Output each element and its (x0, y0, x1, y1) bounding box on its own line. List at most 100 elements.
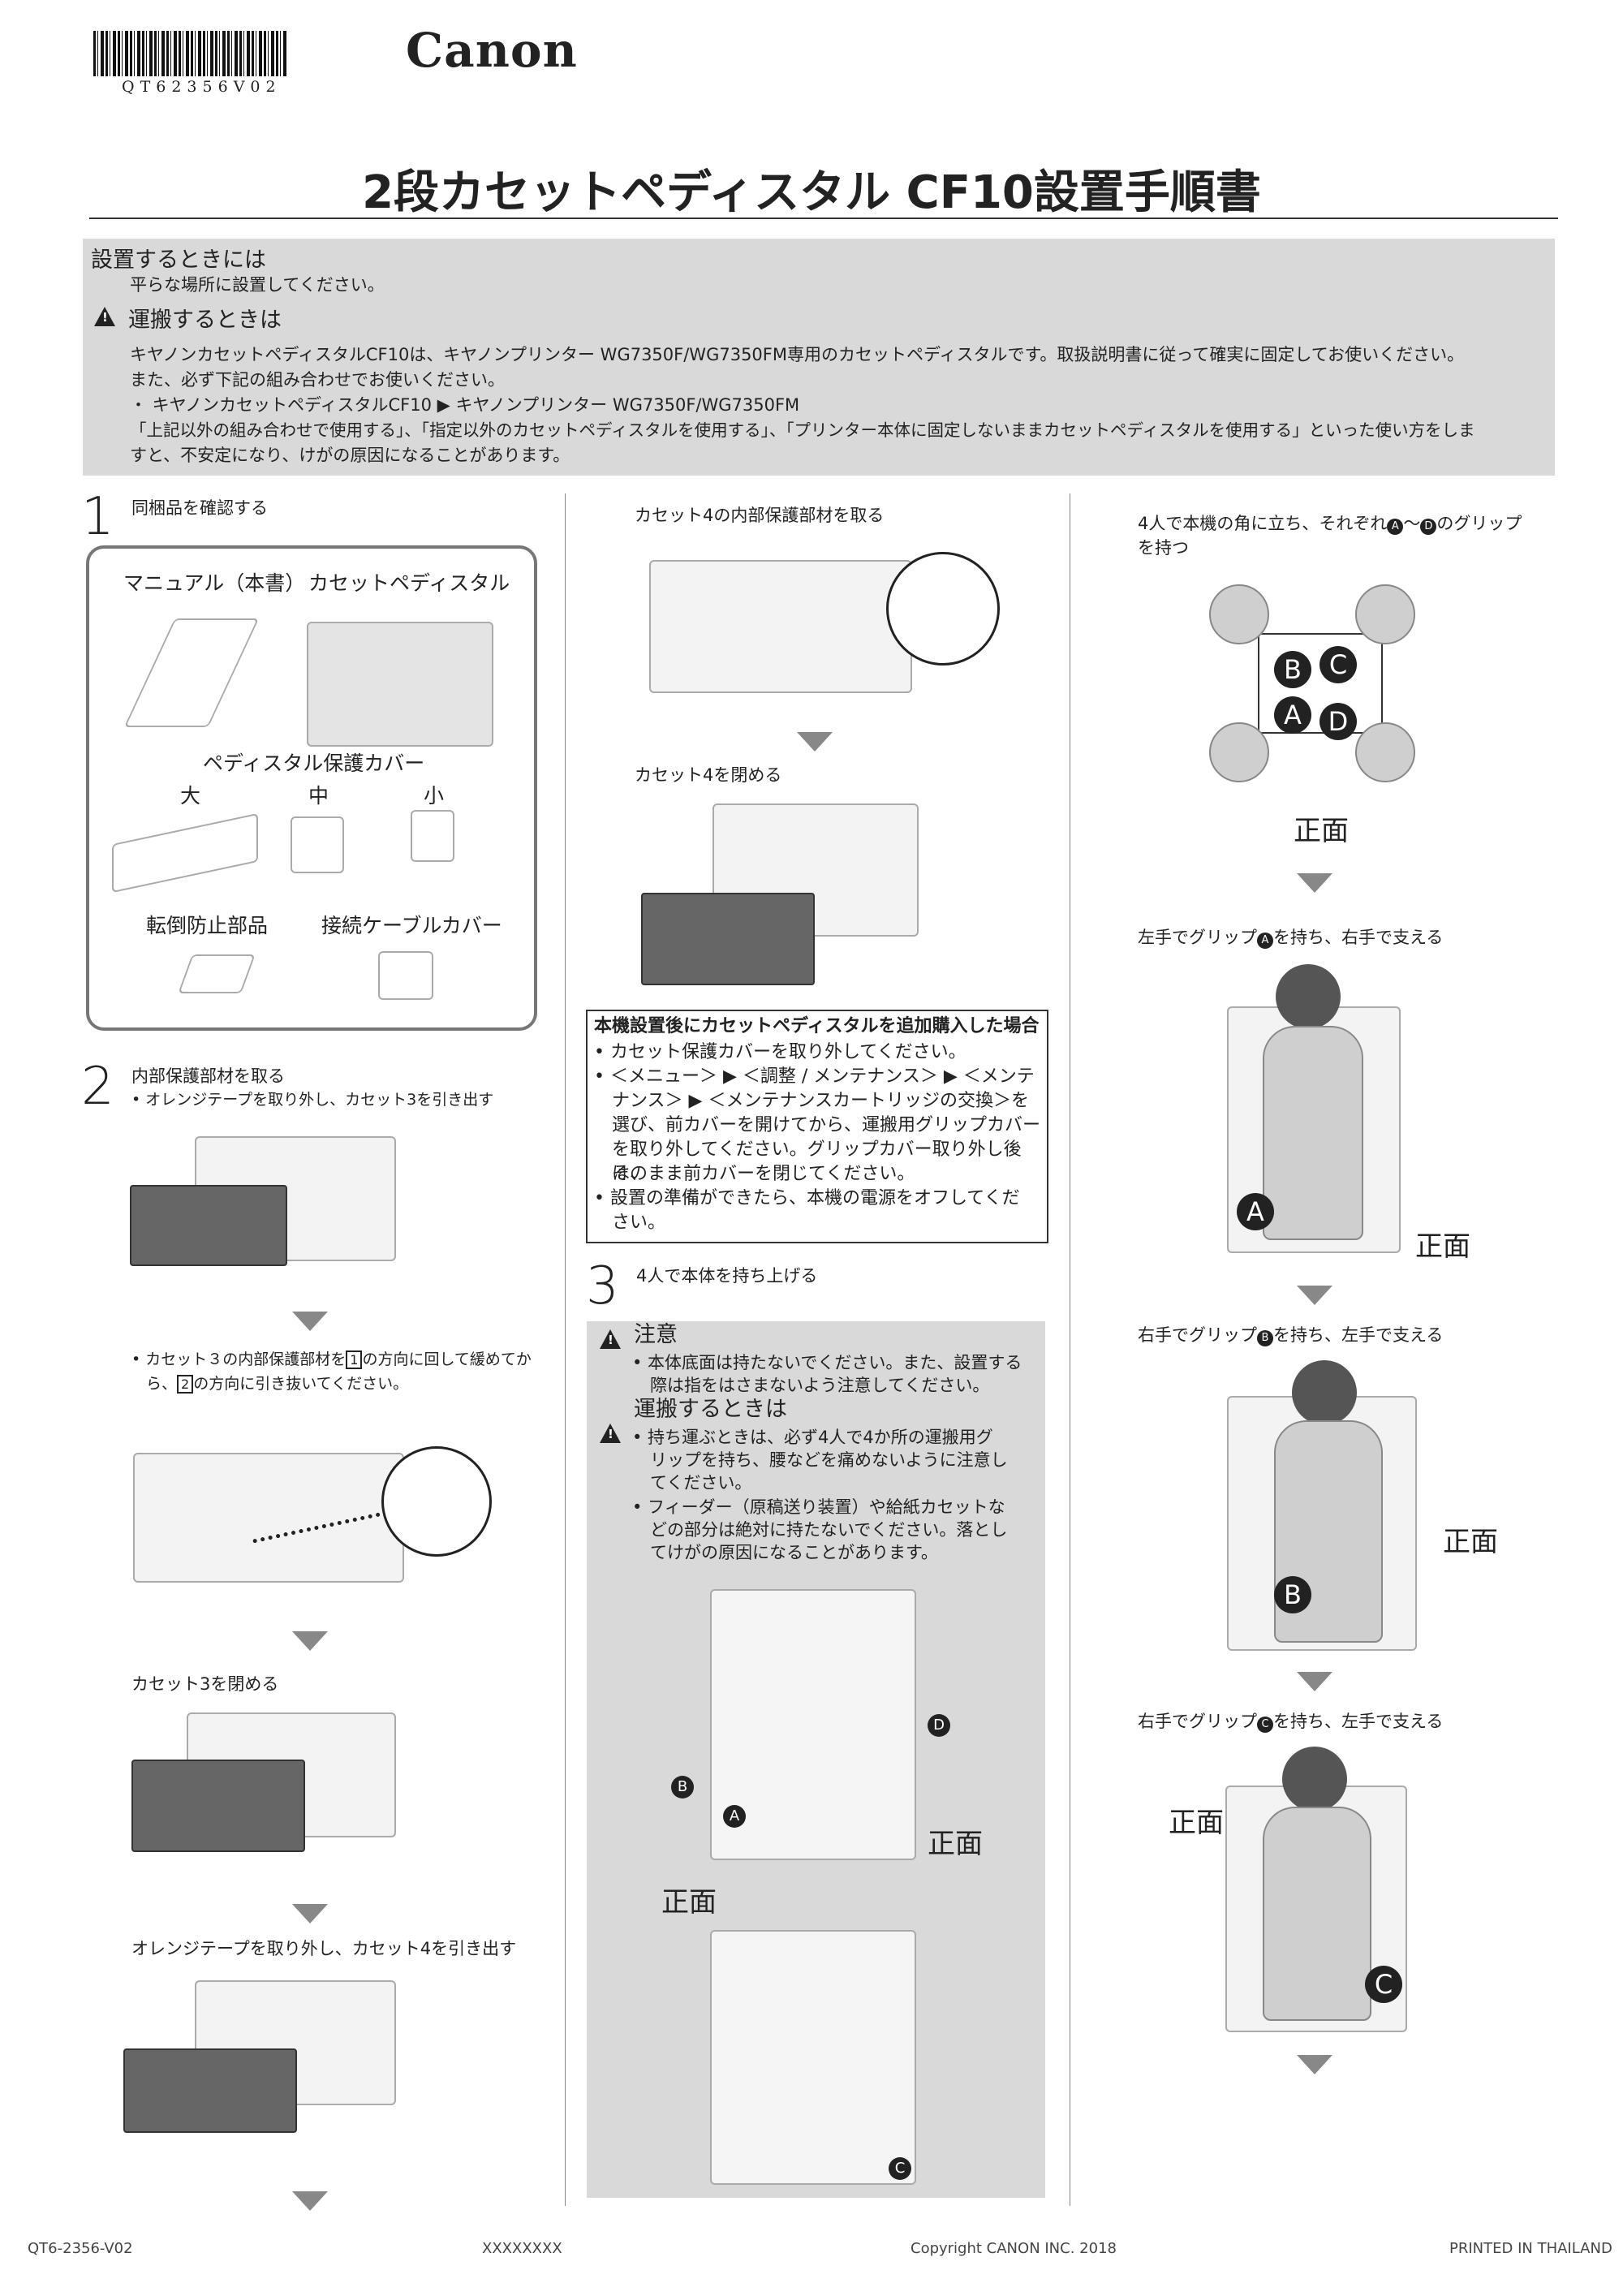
front-label-4: 正面 (1415, 1230, 1470, 1263)
additional-purchase-info-box: 本機設置後にカセットペディスタルを追加購入した場合 • カセット保護カバーを取り… (586, 1010, 1048, 1243)
drawer3-closing-illustration (131, 1760, 305, 1852)
step-3-caution-panel: 注意 • 本体底面は持たないでください。また、設置する 際は指をはさまないよう注… (587, 1321, 1045, 2198)
person-icon (1209, 722, 1269, 782)
drawer4-illustration (123, 2048, 297, 2133)
step-2-number: 2 (81, 1057, 114, 1117)
right-hand-b-part1: 右手でグリップ (1138, 1325, 1257, 1345)
step-2-sub2-part3: ら、 (146, 1375, 178, 1393)
notice-line1: 平らな場所に設置してください。 (130, 275, 385, 295)
warning-icon (600, 1329, 621, 1349)
grip-c-inline: C (1257, 1717, 1273, 1733)
notice-box: 設置するときには 平らな場所に設置してください。 運搬するときは キヤノンカセッ… (83, 239, 1555, 476)
detail-zoom-circle (886, 552, 1000, 666)
person-icon (1355, 722, 1415, 782)
info-2b: ナンス＞ ▶ ＜メンテナンスカートリッジの交換＞を (612, 1091, 1030, 1111)
cassette4-protection-illustration (649, 560, 912, 693)
num-box-2: 2 (177, 1375, 194, 1394)
info-title: 本機設置後にカセットペディスタルを追加購入した場合 (594, 1016, 1040, 1036)
right-hand-c-part1: 右手でグリップ (1138, 1712, 1257, 1731)
step-2-heading: 内部保護部材を取る (131, 1066, 285, 1086)
footer-copyright: Copyright CANON INC. 2018 (911, 2240, 1117, 2257)
step-1-heading: 同梱品を確認する (131, 498, 268, 518)
left-hand-part1: 左手でグリップ (1138, 928, 1257, 947)
manual-label: マニュアル（本書） (123, 571, 306, 595)
notice-p2: また、必ず下記の組み合わせでお使いください。 (130, 370, 505, 390)
page-title: 2段カセットペディスタル CF10設置手順書 (362, 166, 1261, 219)
grip-b-inline: B (1257, 1330, 1273, 1346)
person-head (1282, 1747, 1347, 1811)
corner-instruction-line2: を持つ (1138, 538, 1189, 558)
cover-large-illustration (112, 812, 258, 894)
notice-p4: 「上記以外の組み合わせで使用する」、「指定以外のカセットペディスタルを使用する」… (130, 420, 1475, 440)
transport-heading-2: 運搬するときは (634, 1397, 787, 1422)
pedestal-illustration (307, 622, 493, 747)
corner-instruction-part1: 4人で本機の角に立ち、それぞれ (1138, 514, 1388, 533)
cover-title: ペディスタル保護カバー (203, 752, 425, 775)
right-hand-c-part2: を持ち、左手で支える (1273, 1712, 1444, 1731)
info-3a: • 設置の準備ができたら、本機の電源をオフしてくだ (594, 1188, 1020, 1208)
grip-c-marker: C (1365, 1966, 1402, 2003)
caution-heading: 注意 (634, 1322, 678, 1347)
info-2c: 選び、前カバーを開けてから、運搬用グリップカバー (612, 1115, 1041, 1135)
drawer4-closing-illustration (641, 893, 815, 985)
arrow-down-icon (292, 1904, 328, 1923)
notice-p3: ・ キヤノンカセットペディスタルCF10 ▶ キヤノンプリンター WG7350F… (130, 395, 800, 415)
warning-icon (94, 307, 115, 326)
transport-2a: • フィーダー（原稿送り装置）や給紙カセットな (632, 1497, 1005, 1517)
warning-icon (600, 1424, 621, 1443)
antitip-label: 転倒防止部品 (146, 914, 269, 937)
grip-d-inline: D (1420, 519, 1437, 535)
cable-cover-illustration (378, 951, 433, 1000)
transport-heading: 運搬するときは (128, 308, 282, 333)
four-person-top-view: B C A D (1209, 584, 1415, 782)
notice-heading: 設置するときには (91, 248, 266, 273)
column-divider-1 (565, 493, 566, 2206)
footer-placeholder: XXXXXXXX (482, 2240, 562, 2257)
drawer3-illustration (130, 1185, 287, 1266)
barcode-text: QT62356V02 (122, 78, 282, 96)
front-label-5: 正面 (1443, 1526, 1498, 1558)
grip-d-marker: D (928, 1714, 950, 1737)
front-label-6: 正面 (1169, 1807, 1224, 1839)
step-2-sub1: • オレンジテープを取り外し、カセット3を引き出す (131, 1091, 494, 1109)
cable-cover-label: 接続ケーブルカバー (321, 914, 502, 937)
close-cassette4: カセット4を閉める (635, 765, 782, 785)
person-head (1292, 1360, 1357, 1425)
step-1-number: 1 (81, 487, 114, 547)
arrow-down-icon (292, 2191, 328, 2211)
close-cassette3: カセット3を閉める (131, 1674, 279, 1694)
arrow-down-icon (1297, 873, 1332, 893)
grip-c-marker: C (889, 2157, 911, 2180)
cover-large-label: 大 (180, 784, 201, 808)
arrow-down-icon (1297, 1286, 1332, 1305)
cassette3-protection-illustration (133, 1453, 404, 1583)
caution-1a: • 本体底面は持たないでください。また、設置する (632, 1353, 1022, 1372)
caution-1b: 際は指をはさまないよう注意してください。 (650, 1376, 990, 1395)
cover-medium-illustration (291, 816, 344, 873)
brand-logo: Canon (406, 23, 578, 78)
grip-b-marker: B (671, 1776, 694, 1798)
front-label-2: 正面 (661, 1886, 717, 1919)
step-2-sub2-part4: の方向に引き抜いてください。 (193, 1375, 409, 1393)
pull-cassette4: オレンジテープを取り外し、カセット4を引き出す (131, 1939, 517, 1958)
grip-a-marker: A (1237, 1193, 1274, 1230)
num-box-1: 1 (346, 1350, 363, 1369)
grip-a-marker: A (1274, 696, 1311, 734)
arrow-down-icon (292, 1631, 328, 1651)
remove-cassette4-protection: カセット4の内部保護部材を取る (635, 506, 885, 525)
person-body (1263, 1807, 1371, 2021)
arrow-down-icon (292, 1312, 328, 1331)
front-label-3: 正面 (1294, 815, 1349, 847)
antitip-illustration (178, 954, 256, 993)
grip-a-marker: A (723, 1805, 746, 1828)
front-label: 正面 (928, 1828, 983, 1860)
grip-a-inline: A (1257, 933, 1273, 949)
left-hand-part2: を持ち、右手で支える (1273, 928, 1444, 947)
cover-small-illustration (411, 810, 454, 862)
info-2a: • ＜メニュー＞ ▶ ＜調整 / メンテナンス＞ ▶ ＜メンテ (594, 1066, 1035, 1087)
